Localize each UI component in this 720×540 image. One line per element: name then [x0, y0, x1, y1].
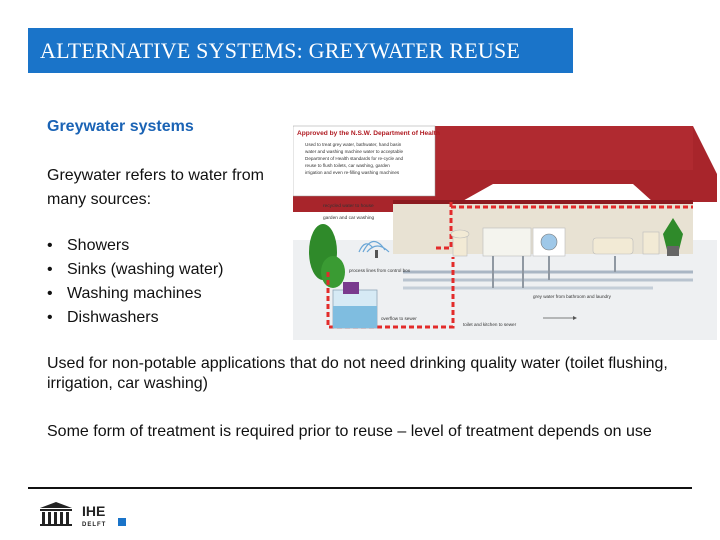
treatment-paragraph: Some form of treatment is required prior… [47, 423, 652, 440]
slide-title: ALTERNATIVE SYSTEMS: GREYWATER REUSE [28, 28, 573, 73]
source-list: • Showers • Sinks (washing water) • Washing… [47, 234, 224, 330]
recycled-label: recycled water to house [323, 203, 374, 209]
potted-plant [663, 218, 683, 254]
list-item: • Showers [47, 234, 224, 258]
list-item: • Dishwashers [47, 306, 224, 330]
logo-text: IHE [82, 503, 105, 519]
bathtub [592, 237, 634, 255]
bullet-icon: • [47, 237, 53, 254]
logo-subtext: DELFT [82, 522, 106, 528]
intro-text: Greywater refers to water from many sour… [47, 167, 264, 208]
logo-square-icon [118, 518, 126, 526]
basin [642, 231, 660, 255]
note-line: Used to treat grey water, bathwater, han… [305, 142, 402, 147]
slide-subtitle: Greywater systems [47, 118, 194, 135]
footer-divider [28, 487, 692, 489]
sprinkler-spray [358, 240, 390, 253]
ihe-delft-logo: IHE DELFT [38, 500, 138, 530]
garden-label: garden and car washing [323, 215, 375, 221]
note-line: irrigation and even re-filling washing m… [305, 170, 400, 175]
control-box [343, 282, 359, 294]
list-item: • Washing machines [47, 282, 224, 306]
bullet-icon: • [47, 309, 53, 326]
note-line: reuse to flush toilets, car washing, gar… [305, 163, 390, 168]
list-item: • Sinks (washing water) [47, 258, 224, 282]
greywater-label: grey water from bathroom and laundry [533, 294, 612, 299]
bullet-icon: • [47, 285, 53, 302]
overflow-label: overflow to sewer [381, 316, 417, 321]
list-item-label: Washing machines [67, 285, 202, 302]
note-line: Department of Health standards for re-cy… [305, 156, 403, 161]
building-icon [40, 502, 72, 508]
kitchen-bench [482, 227, 532, 257]
process-label: process lines from control box [349, 268, 411, 273]
note-line: water and washing machine water to accep… [305, 149, 404, 154]
greywater-house-diagram: Approved by the N.S.W. Department of Hea… [292, 122, 717, 340]
list-item-label: Sinks (washing water) [67, 261, 224, 278]
approval-label: Approved by the N.S.W. Department of Hea… [297, 130, 440, 137]
toilet-label: toilet and kitchen to sewer [463, 322, 517, 327]
usage-paragraph: Used for non-potable applications that d… [47, 355, 668, 392]
list-item-label: Dishwashers [67, 309, 159, 326]
bullet-icon: • [47, 261, 53, 278]
list-item-label: Showers [67, 237, 130, 254]
